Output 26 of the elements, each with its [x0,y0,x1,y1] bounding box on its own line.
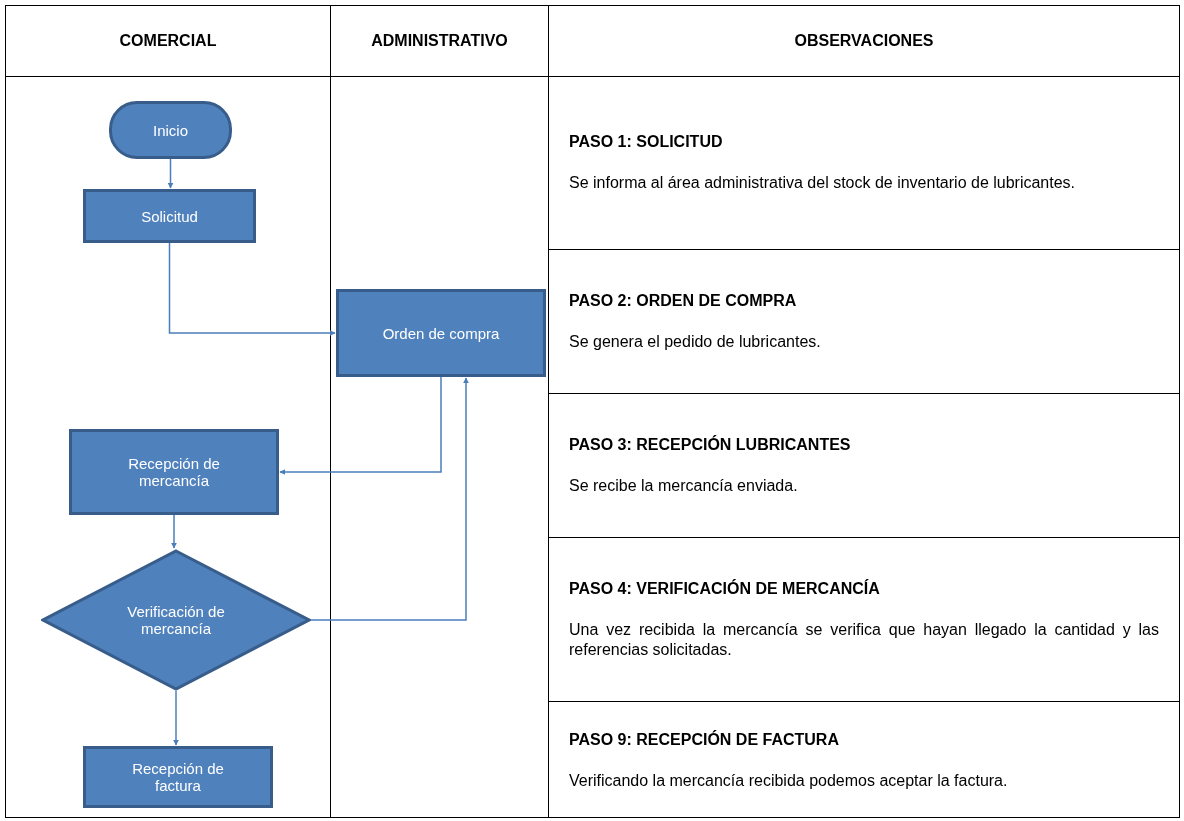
arrow [167,158,174,189]
arrow [171,514,177,549]
step-heading: PASO 9: RECEPCIÓN DE FACTURA [569,730,840,749]
step-heading: PASO 2: ORDEN DE COMPRA [569,291,798,310]
step-heading: PASO 1: SOLICITUD [569,133,724,151]
arrow [168,242,336,336]
step-description: Se informa al área administrativa del stock de inventario de lubricantes. [569,173,1077,193]
column-header: OBSERVACIONES [549,6,1179,77]
step-description: Se recibe la mercancía enviada. [569,475,799,496]
terminator-shape: Inicio [109,101,232,159]
swimlane [548,5,1180,818]
step-heading: PASO 3: RECEPCIÓN LUBRICANTES [569,435,852,454]
swimlane [330,5,549,818]
process-box: Recepción de factura [83,746,273,808]
step-description: Verificando la mercancía recibida podemos aceptar la factura. [569,770,1009,791]
step-description: Una vez recibida la mercancía se verifica que hayan llegado la cantidad y las referencias solicitadas. [569,619,1159,660]
arrow [310,377,469,621]
arrow [173,690,179,746]
process-box: Orden de compra [336,289,546,377]
process-box: Recepción de mercancía [69,429,279,515]
decision-label: Verificación de mercancía [126,603,226,637]
process-box: Solicitud [83,189,256,243]
step-heading: PASO 4: VERIFICACIÓN DE MERCANCÍA [569,579,881,598]
step-description: Se genera el pedido de lubricantes. [569,331,822,352]
arrow [279,376,442,475]
swimlane [5,5,331,818]
